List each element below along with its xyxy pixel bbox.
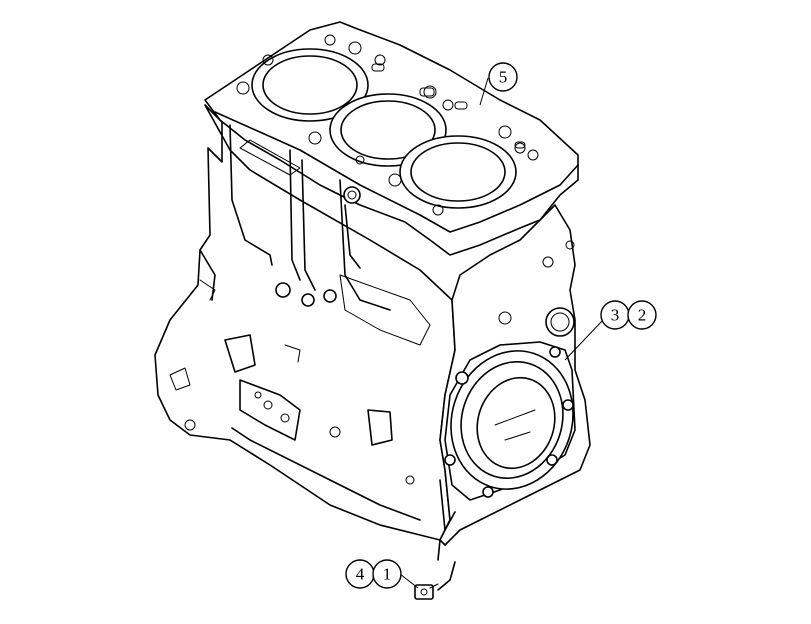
callout-1-label: 1 bbox=[383, 565, 392, 584]
callout-3-label: 3 bbox=[611, 306, 620, 325]
dowel-hole bbox=[545, 307, 575, 337]
block-side-details bbox=[169, 124, 431, 521]
crankshaft-seal-ring-inner bbox=[476, 376, 556, 470]
callout-5: 5 bbox=[488, 62, 518, 92]
callout-1: 1 bbox=[372, 559, 402, 589]
leader-5 bbox=[479, 77, 489, 106]
callout-2-label: 2 bbox=[638, 306, 647, 325]
callout-leaders bbox=[399, 77, 604, 589]
callout-5-label: 5 bbox=[499, 68, 508, 87]
oil-sender-port bbox=[343, 186, 361, 204]
callout-4-label: 4 bbox=[356, 565, 365, 584]
callout-3: 3 bbox=[600, 300, 630, 330]
deck-holes bbox=[236, 34, 539, 216]
coolant-drain-plug bbox=[414, 539, 456, 600]
cylinder-bores bbox=[251, 48, 517, 209]
rear-main-seal-housing bbox=[439, 240, 576, 531]
leader-4-1 bbox=[399, 573, 419, 589]
leader-3-2 bbox=[564, 319, 604, 361]
callout-2: 2 bbox=[627, 300, 657, 330]
callout-4: 4 bbox=[345, 559, 375, 589]
